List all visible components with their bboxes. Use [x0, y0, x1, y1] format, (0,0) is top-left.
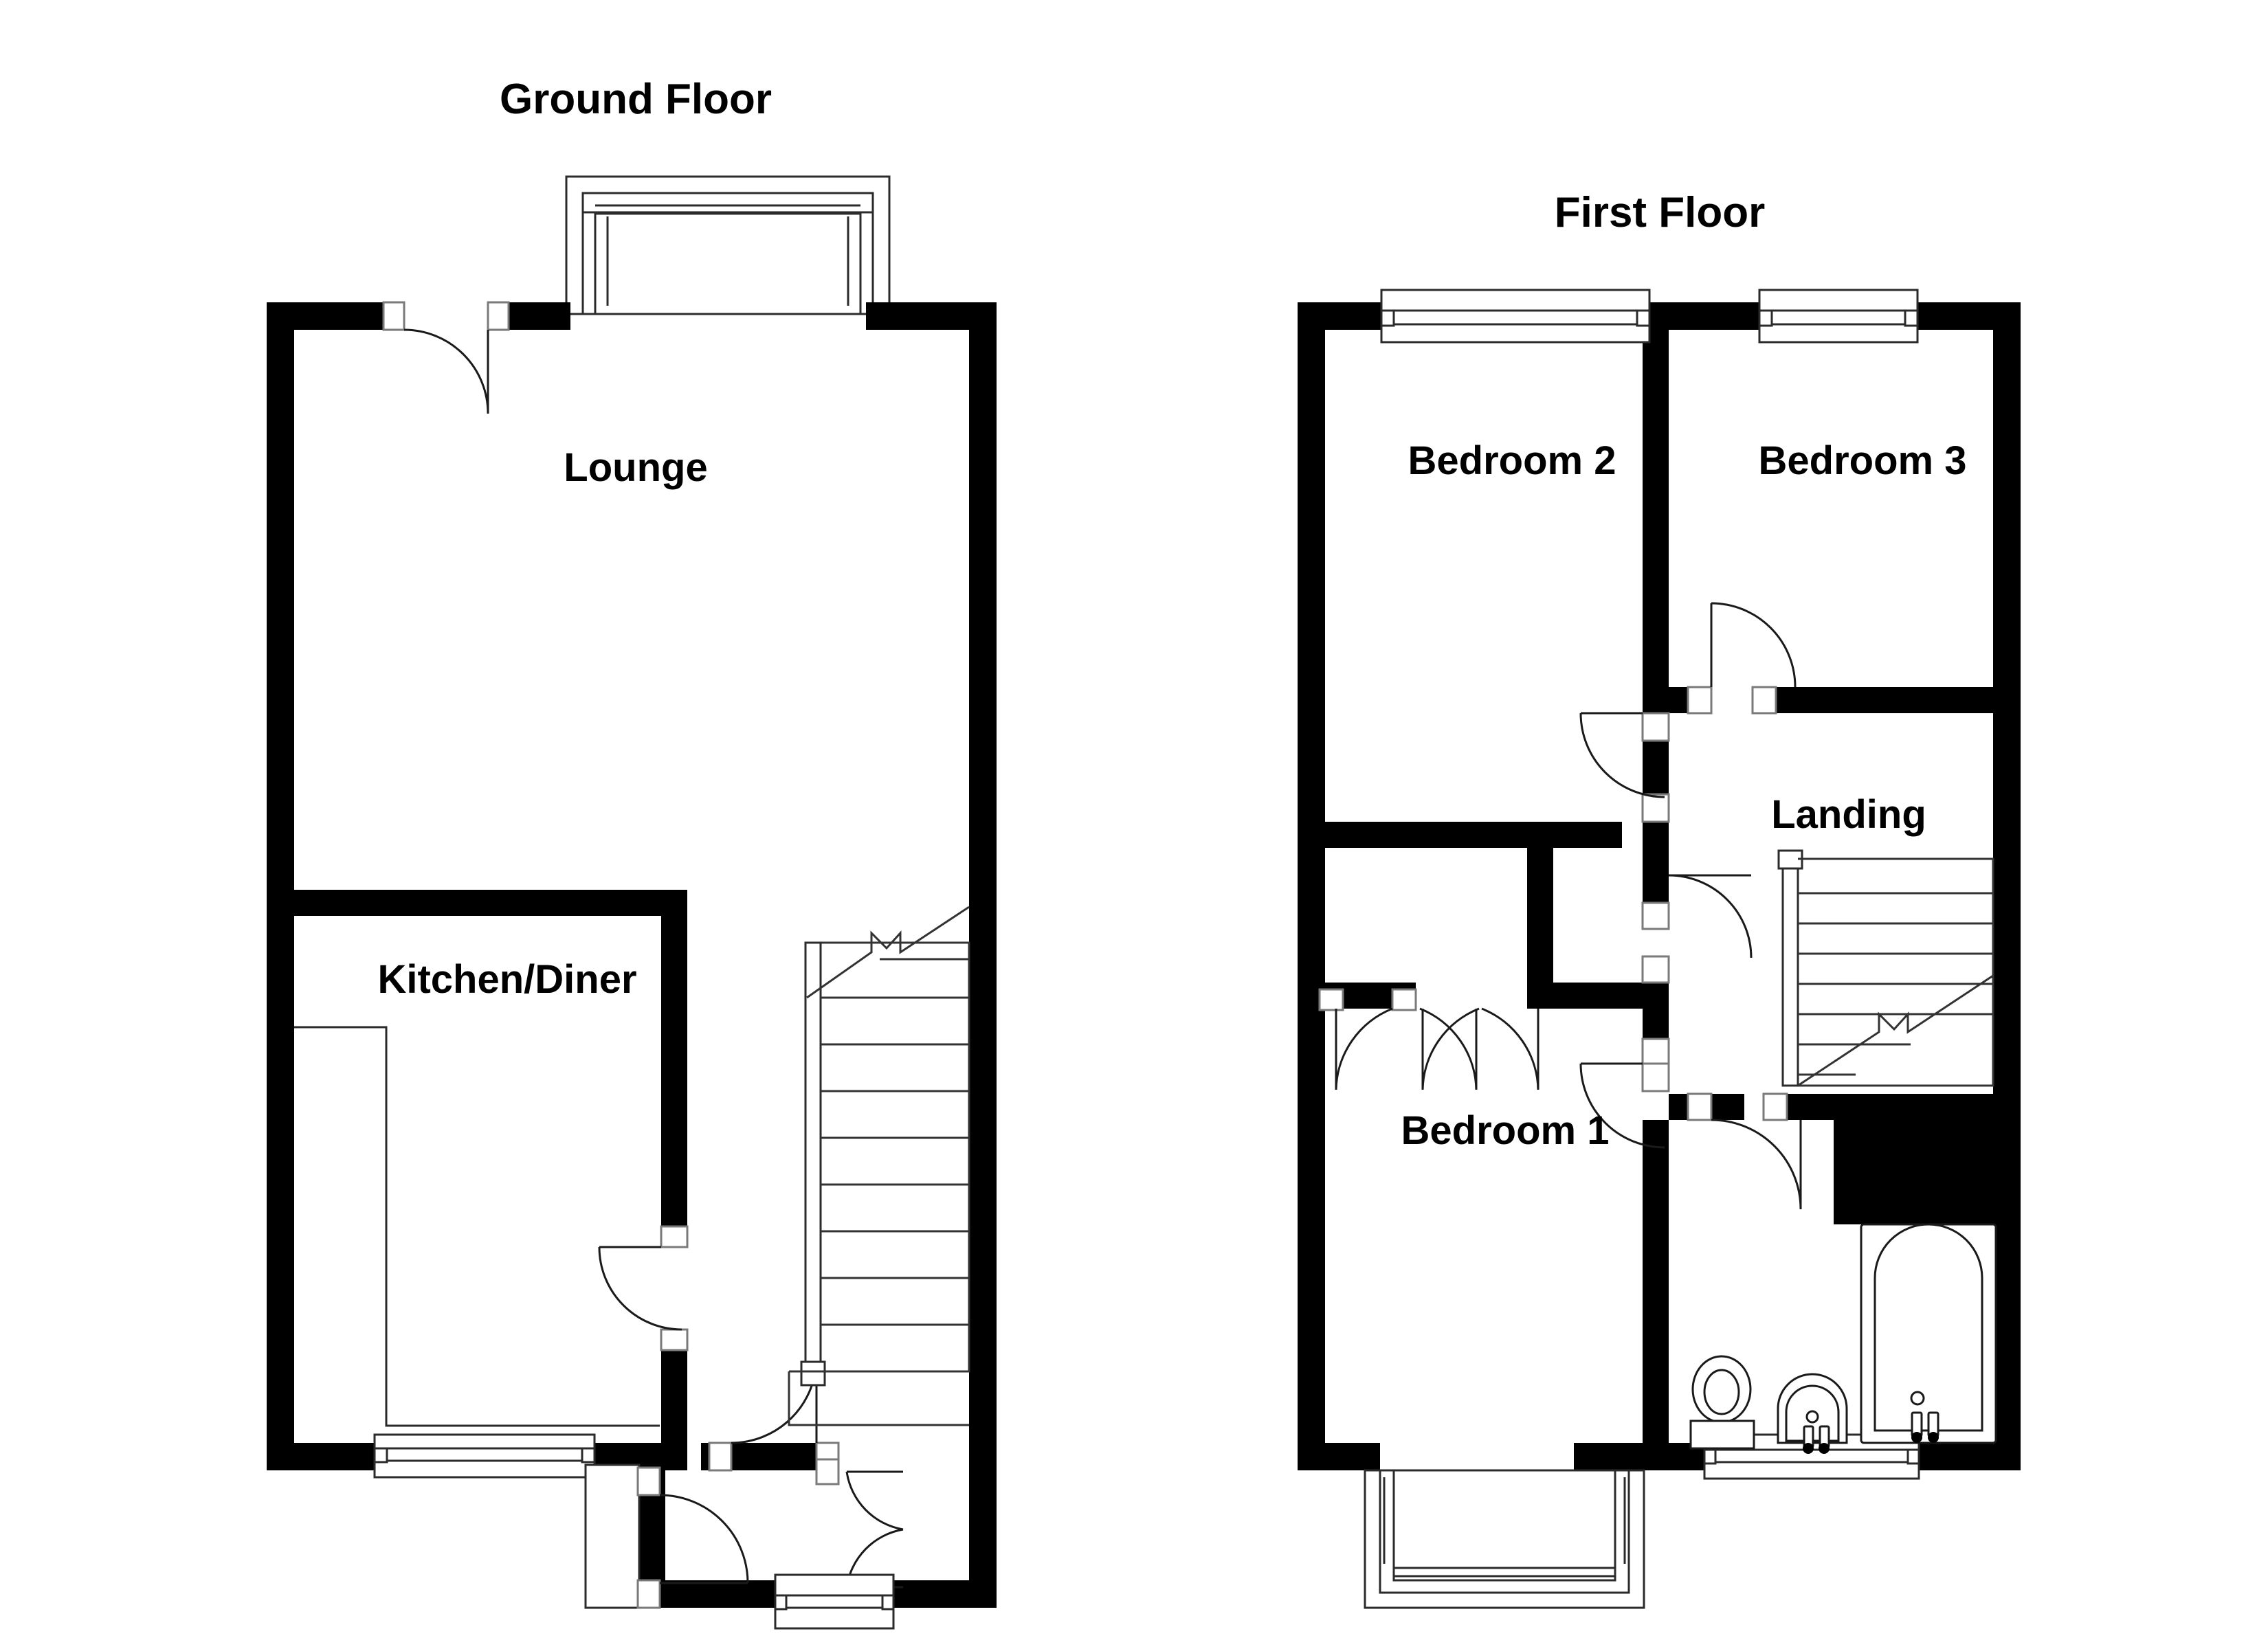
- wall-hall-bottom-b: [893, 1580, 997, 1608]
- bay-window-bedroom-1: [1364, 1469, 1645, 1609]
- room-label-landing: Landing: [1771, 792, 1926, 837]
- ground-floor-group: Ground Floor Lounge Kitchen/Diner: [267, 76, 997, 1630]
- ff-wall-bath-top-b: [1787, 1094, 1842, 1120]
- wall-right: [969, 302, 997, 1580]
- ff-wall-airing-left: [1527, 822, 1553, 1009]
- sink-fixture: [1777, 1373, 1848, 1454]
- wall-top-mid: [509, 302, 570, 330]
- ff-wall-airing-bottom: [1527, 983, 1669, 1009]
- wall-bottom-kitchen-a: [267, 1443, 377, 1470]
- ff-wall-bottom-c: [1917, 1443, 2021, 1470]
- room-label-bedroom-1: Bedroom 1: [1401, 1108, 1610, 1153]
- ff-wall-bed3-bottom-a: [1669, 687, 1688, 713]
- ff-wall-bed2-right: [1643, 302, 1669, 713]
- first-floor-title: First Floor: [1555, 189, 1766, 236]
- door-airing-cupboard: [1641, 874, 1753, 984]
- ff-wall-top-c: [1917, 302, 2021, 330]
- toilet-fixture: [1689, 1355, 1755, 1450]
- ff-wall-top-a: [1298, 302, 1394, 330]
- door-hall-left: [584, 1463, 749, 1609]
- door-bedroom-1: [1579, 1037, 1670, 1149]
- door-lounge-top: [382, 301, 510, 414]
- ff-wall-bed1-right-low: [1643, 1120, 1669, 1470]
- ff-wall-bed3-bottom-b: [1776, 687, 2021, 713]
- ff-wall-bath-block: [1834, 1094, 2021, 1224]
- wall-lounge-kitchen-horiz: [294, 890, 687, 916]
- ground-floor-title: Ground Floor: [500, 76, 772, 123]
- window-bedroom-3: [1758, 289, 1919, 344]
- ff-wall-left: [1298, 302, 1325, 1470]
- door-bedroom-3: [1687, 602, 1797, 715]
- wall-lounge-kitchen-vert: [661, 890, 687, 1226]
- staircase-first: [1777, 849, 1994, 1087]
- wall-left: [267, 302, 294, 1470]
- room-label-bedroom-2: Bedroom 2: [1408, 438, 1616, 483]
- staircase-ground: [788, 906, 970, 1426]
- bath-fixture: [1860, 1223, 1997, 1444]
- first-floor-group: First Floor Bedroom 2 Bedroom 3 Landing …: [1298, 189, 2021, 1609]
- kitchen-worktop: [294, 1026, 660, 1427]
- room-label-lounge: Lounge: [564, 445, 707, 490]
- ff-wall-airing-right: [1643, 822, 1669, 903]
- window-kitchen-bottom: [373, 1433, 596, 1479]
- window-bedroom-2: [1380, 289, 1651, 344]
- ff-wall-bottom-a: [1298, 1443, 1380, 1470]
- wardrobe-doors-bedroom-1: [1318, 988, 1539, 1090]
- door-bedroom-2: [1579, 712, 1670, 823]
- ff-wall-bed2-bottom: [1298, 822, 1622, 848]
- ff-wall-right: [1993, 302, 2021, 1470]
- room-label-bedroom-3: Bedroom 3: [1759, 438, 1967, 483]
- door-kitchen-right: [598, 1225, 689, 1351]
- window-hall-bottom: [774, 1573, 895, 1630]
- room-label-kitchen-diner: Kitchen/Diner: [377, 957, 636, 1002]
- wall-kitchen-vert-lower: [661, 1350, 687, 1470]
- door-bathroom: [1687, 1092, 1802, 1210]
- bay-window-lounge: [565, 175, 891, 315]
